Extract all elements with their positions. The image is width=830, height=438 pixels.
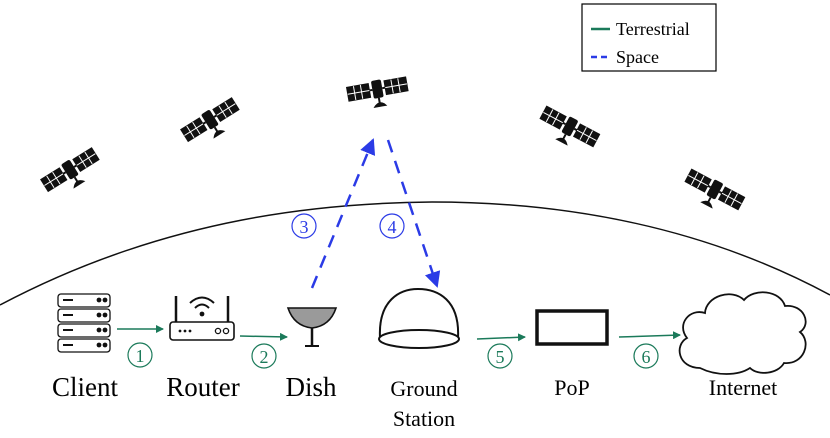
svg-text:2: 2	[260, 347, 269, 367]
link-pop-internet	[618, 331, 681, 340]
step-4-marker: 4	[379, 213, 405, 239]
client-label: Client	[52, 372, 118, 402]
satellite-icon	[345, 73, 411, 113]
satellite-dish-icon	[286, 307, 338, 347]
step-5-marker: 5	[487, 343, 513, 369]
pop-box-icon	[535, 309, 609, 346]
step-1-marker: 1	[127, 342, 153, 368]
pop-label: PoP	[554, 375, 589, 400]
svg-text:1: 1	[136, 346, 145, 366]
legend-space-label: Space	[616, 47, 659, 67]
satellite-icon	[178, 95, 246, 152]
wifi-router-icon	[169, 296, 235, 341]
legend-terrestrial-label: Terrestrial	[616, 19, 690, 39]
legend: Terrestrial Space	[581, 3, 717, 72]
dish-label: Dish	[285, 372, 337, 402]
link-router-dish	[239, 332, 288, 341]
space-link-dish-to-satellite	[310, 138, 376, 289]
svg-text:3: 3	[300, 217, 309, 237]
ground-station-dome-icon	[378, 287, 460, 349]
earth-horizon	[0, 201, 830, 306]
ground-station-label-line2: Station	[393, 406, 455, 431]
space-link-satellite-to-ground	[386, 139, 441, 288]
legend-box	[581, 3, 717, 72]
svg-text:6: 6	[642, 347, 651, 367]
svg-text:5: 5	[496, 347, 505, 367]
satellite-icon	[678, 166, 747, 221]
svg-text:4: 4	[388, 217, 397, 237]
internet-label: Internet	[709, 375, 777, 400]
step-2-marker: 2	[251, 343, 277, 369]
ground-station-label-line1: Ground	[390, 376, 457, 401]
step-3-marker: 3	[291, 213, 317, 239]
satellite-icon	[533, 103, 602, 158]
step-6-marker: 6	[633, 343, 659, 369]
router-label: Router	[166, 372, 240, 402]
link-ground-pop	[476, 333, 526, 342]
satellite-icon	[38, 145, 106, 202]
server-stack-icon	[57, 293, 111, 353]
cloud-icon	[678, 291, 807, 375]
